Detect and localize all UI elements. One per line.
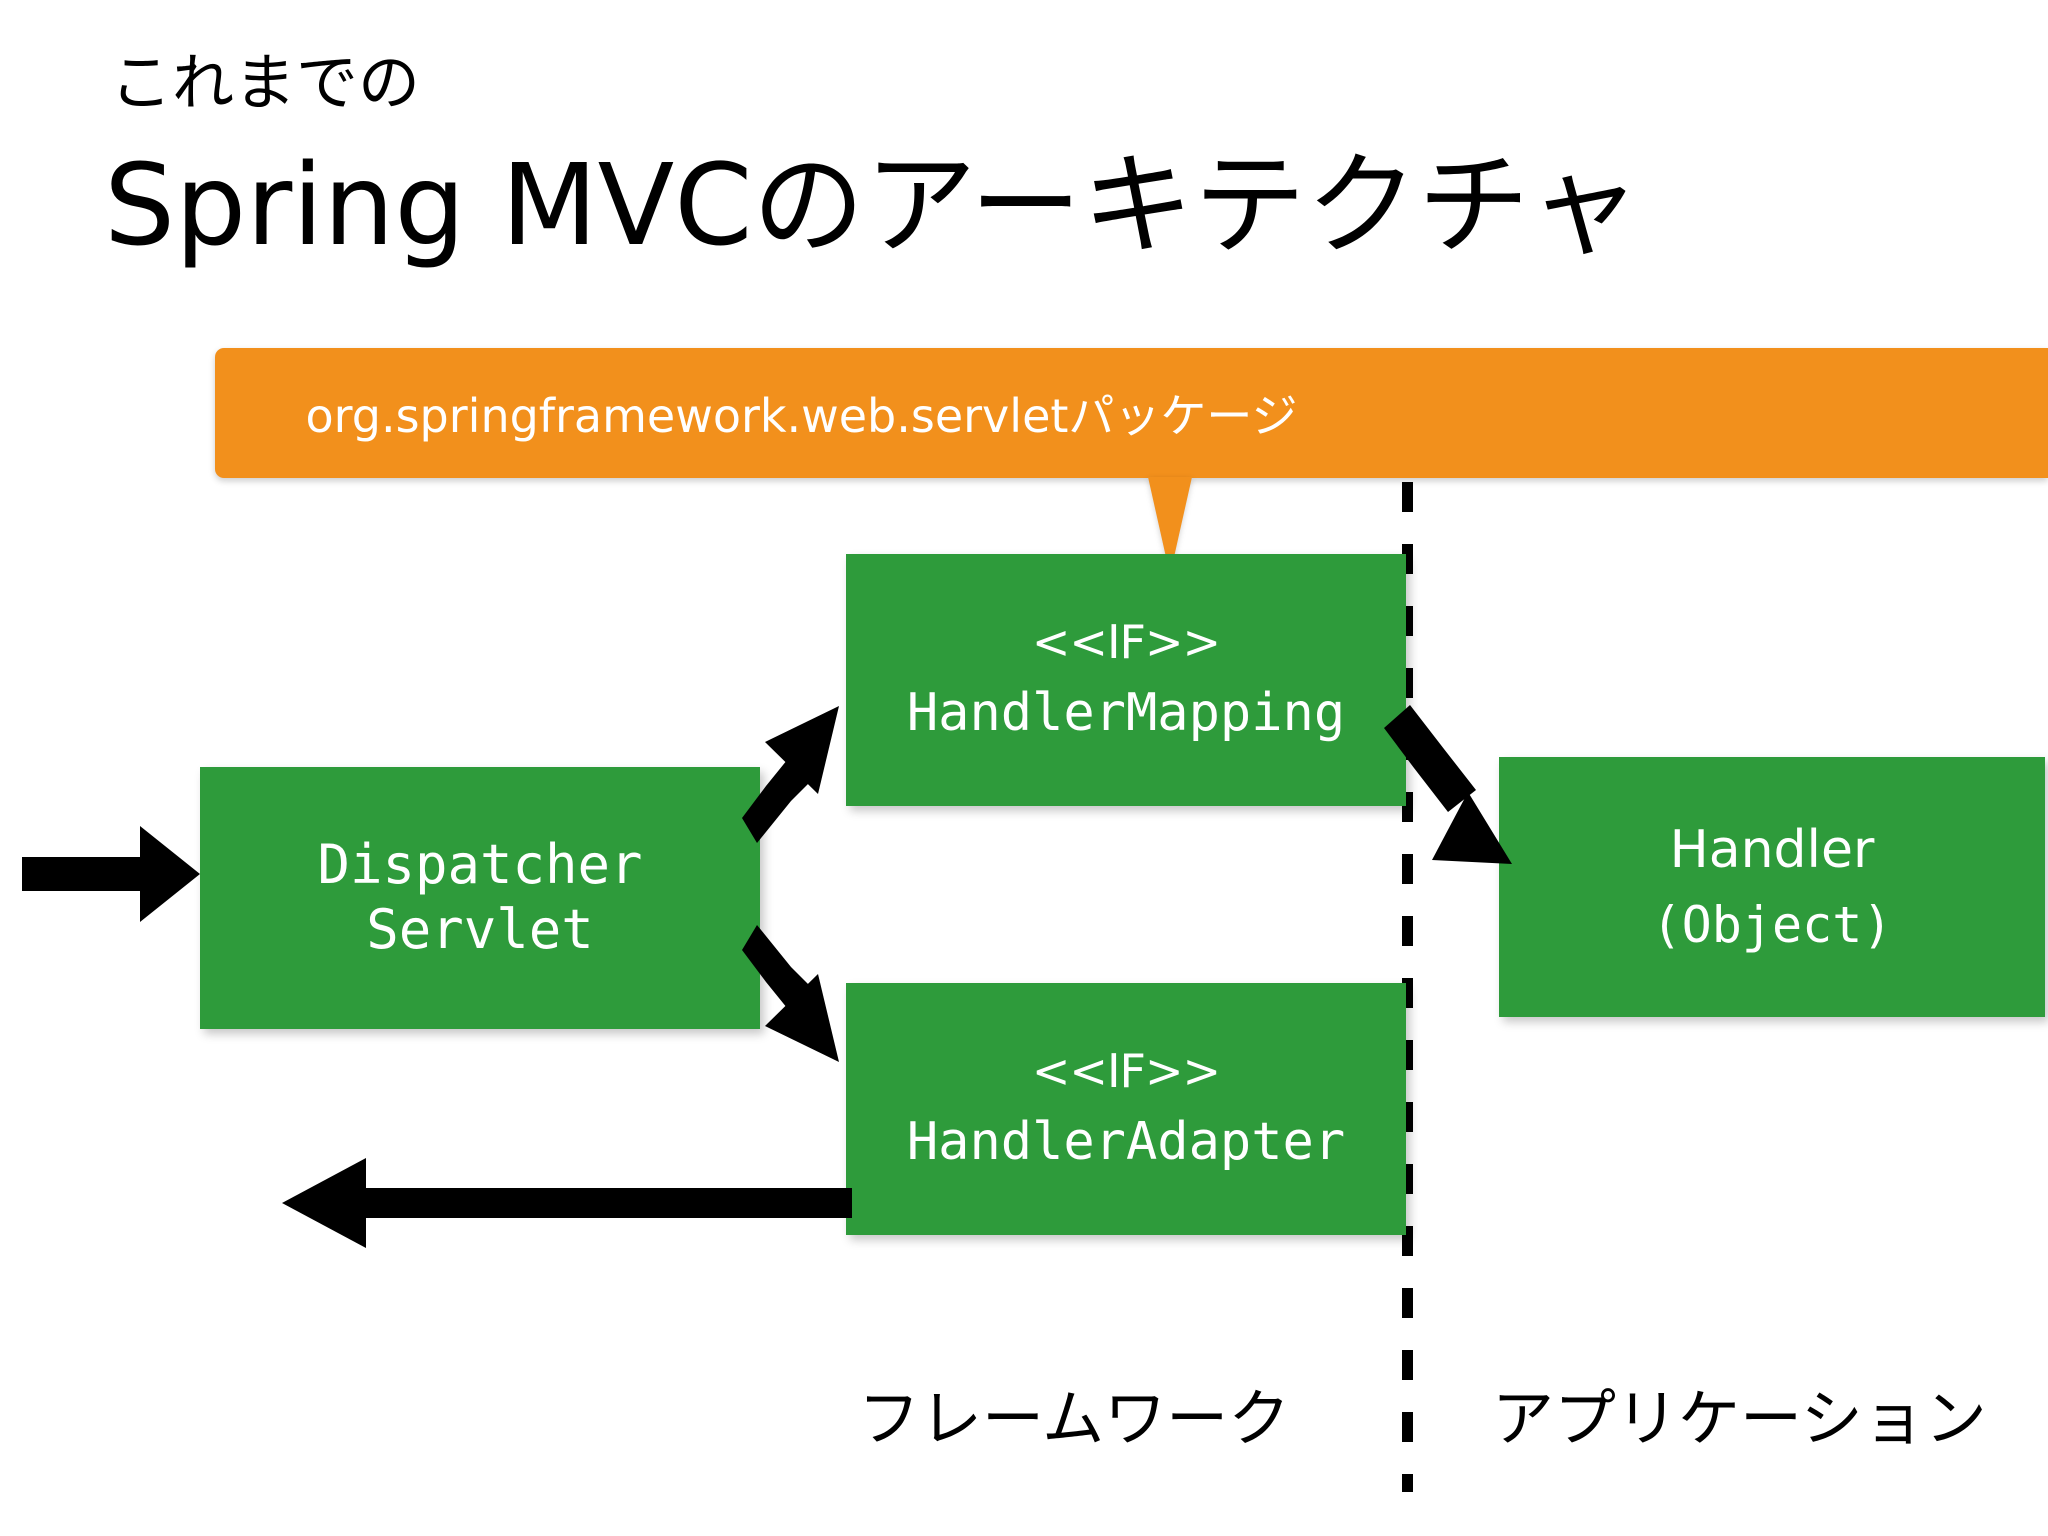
dispatcher-servlet-line1: Dispatcher <box>317 833 643 897</box>
arrow-handler-adapter-response-out <box>282 1158 852 1248</box>
framework-application-divider <box>1402 482 1413 1492</box>
handler-line1: Handler <box>1669 819 1875 880</box>
slide-title: Spring MVCのアーキテクチャ <box>104 141 1641 271</box>
handler-line2: (Object) <box>1651 896 1893 955</box>
handler-mapping-name: HandlerMapping <box>906 683 1346 744</box>
box-handler-mapping[interactable]: <<IF>> HandlerMapping <box>846 554 1406 806</box>
handler-mapping-stereotype: <<IF>> <box>1031 615 1221 670</box>
handler-adapter-stereotype: <<IF>> <box>1031 1044 1221 1099</box>
box-handler-adapter[interactable]: <<IF>> HandlerAdapter <box>846 983 1406 1235</box>
package-callout-banner: org.springframework.web.servletパッケージ <box>215 348 2048 478</box>
box-handler-object[interactable]: Handler (Object) <box>1499 757 2045 1017</box>
slide-kicker: これまでの <box>110 46 421 119</box>
box-dispatcher-servlet[interactable]: Dispatcher Servlet <box>200 767 760 1029</box>
arrow-request-in <box>22 826 200 922</box>
zone-label-framework: フレームワーク <box>858 1382 1291 1455</box>
dispatcher-servlet-line2: Servlet <box>366 898 594 961</box>
zone-label-application: アプリケーション <box>1492 1382 1987 1455</box>
package-callout-label: org.springframework.web.servletパッケージ <box>305 389 1298 443</box>
handler-adapter-name: HandlerAdapter <box>906 1112 1346 1173</box>
